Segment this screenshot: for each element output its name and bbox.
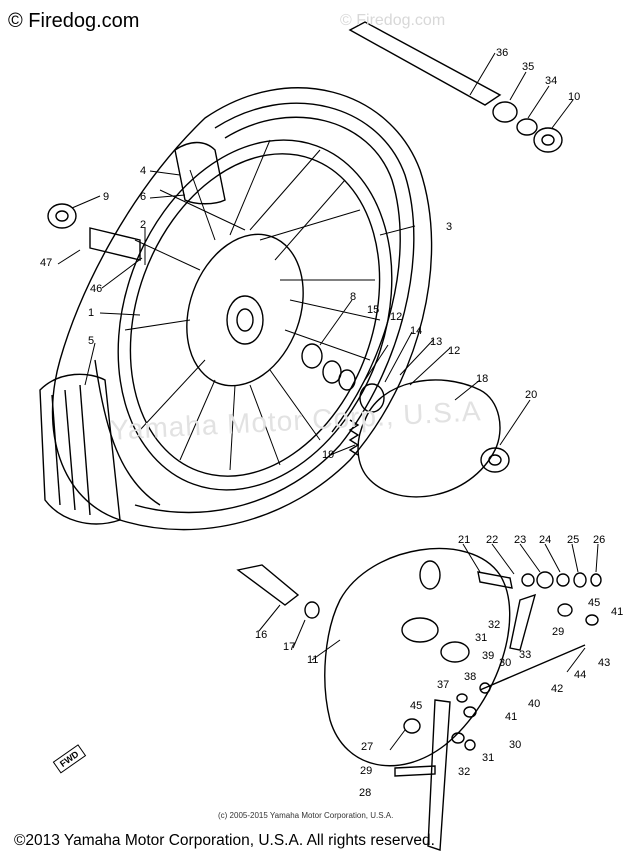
part-number-1: 1 — [88, 307, 95, 319]
part-number-9: 9 — [103, 191, 110, 203]
part-number-11: 11 — [307, 654, 319, 666]
part-number-35: 35 — [522, 61, 535, 73]
brake-shoes — [357, 379, 501, 498]
brand-watermark: © Firedog.com — [8, 10, 140, 32]
part-number-29: 29 — [552, 626, 565, 638]
part-number-10: 10 — [568, 91, 581, 103]
watermark-top: © Firedog.com — [340, 12, 446, 29]
part-number-6: 6 — [140, 191, 147, 203]
part-number-43: 43 — [598, 657, 611, 669]
part-number-12: 12 — [448, 345, 461, 357]
part-number-31: 31 — [482, 752, 495, 764]
part-number-40: 40 — [528, 698, 541, 710]
part-number-47: 47 — [40, 257, 53, 269]
part-number-15: 15 — [367, 304, 380, 316]
spokes — [124, 139, 381, 471]
part-number-23: 23 — [514, 534, 527, 546]
part-number-22: 22 — [486, 534, 499, 546]
part-number-32: 32 — [488, 619, 501, 631]
part-number-46: 46 — [90, 283, 103, 295]
part-number-39: 39 — [482, 650, 495, 662]
part-number-20: 20 — [525, 389, 538, 401]
part-number-4: 4 — [140, 165, 147, 177]
part-number-45: 45 — [588, 597, 601, 609]
part-number-33: 33 — [519, 649, 532, 661]
part-number-36: 36 — [496, 47, 509, 59]
rim — [117, 139, 393, 491]
part-number-25: 25 — [567, 534, 580, 546]
part-number-16: 16 — [255, 629, 268, 641]
part-number-24: 24 — [539, 534, 552, 546]
part-number-21: 21 — [458, 534, 471, 546]
part-number-45: 45 — [410, 700, 423, 712]
part-number-3: 3 — [446, 221, 453, 233]
hub — [186, 233, 304, 387]
part-number-26: 26 — [593, 534, 606, 546]
part-number-31: 31 — [475, 632, 488, 644]
part-number-38: 38 — [464, 671, 477, 683]
part-number-34: 34 — [545, 75, 558, 87]
tire — [51, 87, 433, 531]
part-number-17: 17 — [283, 641, 296, 653]
part-number-5: 5 — [88, 335, 95, 347]
part-number-8: 8 — [350, 291, 357, 303]
brake-panel — [324, 547, 511, 767]
part-number-14: 14 — [410, 325, 423, 337]
part-number-30: 30 — [509, 739, 522, 751]
part-number-32: 32 — [458, 766, 471, 778]
part-number-30: 30 — [499, 657, 512, 669]
part-number-28: 28 — [359, 787, 372, 799]
part-number-2: 2 — [140, 219, 147, 231]
part-number-18: 18 — [476, 373, 489, 385]
part-number-13: 13 — [430, 336, 443, 348]
part-number-44: 44 — [574, 669, 587, 681]
footer-copyright: ©2013 Yamaha Motor Corporation, U.S.A. A… — [14, 832, 435, 849]
part-number-41: 41 — [505, 711, 518, 723]
part-number-41: 41 — [611, 606, 624, 618]
part-number-19: 19 — [322, 449, 335, 461]
part-number-12: 12 — [390, 311, 403, 323]
part-number-37: 37 — [437, 679, 450, 691]
part-number-27: 27 — [361, 741, 374, 753]
small-copyright: (c) 2005-2015 Yamaha Motor Corporation, … — [218, 811, 394, 820]
part-number-42: 42 — [551, 683, 564, 695]
part-number-29: 29 — [360, 765, 373, 777]
